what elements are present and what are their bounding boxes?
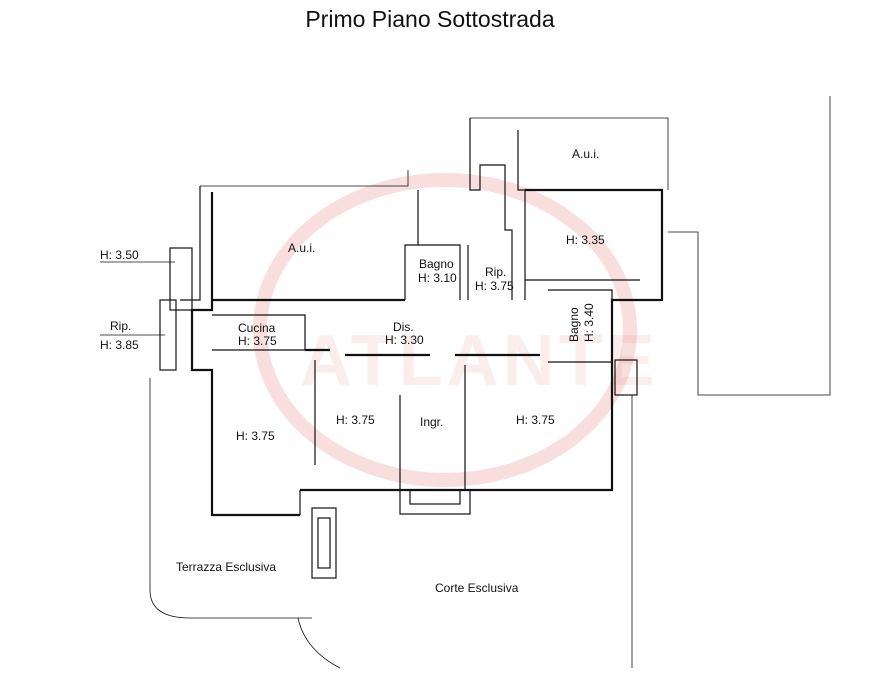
room-left-height: H: 3.75 xyxy=(236,429,275,443)
room-rip-center-height: H: 3.75 xyxy=(475,279,514,293)
walls xyxy=(159,118,664,579)
room-topright-height: H: 3.35 xyxy=(566,233,605,247)
side-labels: H: 3.50 Rip. H: 3.85 xyxy=(100,248,175,352)
watermark-logo: ATLANTE xyxy=(253,173,659,487)
plan-title: Primo Piano Sottostrada xyxy=(305,6,555,32)
room-bagno-1-label: Bagno xyxy=(419,257,454,271)
room-cucina-height: H: 3.75 xyxy=(238,334,277,348)
room-corte-label: Corte Esclusiva xyxy=(435,581,519,595)
side-height-385: H: 3.85 xyxy=(100,338,139,352)
room-cucina-label: Cucina xyxy=(238,321,276,335)
room-aui-right-label: A.u.i. xyxy=(572,147,599,161)
room-dis-label: Dis. xyxy=(393,320,414,334)
room-labels: A.u.i. A.u.i. Bagno H: 3.10 Rip. H: 3.75… xyxy=(176,147,605,595)
boundary-lines xyxy=(149,96,831,669)
room-ingr-label: Ingr. xyxy=(420,415,443,429)
room-center-left-height: H: 3.75 xyxy=(336,413,375,427)
room-bagno-2-label: Bagno xyxy=(567,307,581,342)
svg-text:ATLANTE: ATLANTE xyxy=(300,321,659,401)
side-rip-label: Rip. xyxy=(110,319,131,333)
room-aui-left-label: A.u.i. xyxy=(288,241,315,255)
room-bagno-2-height: H: 3.40 xyxy=(582,303,596,342)
side-height-350: H: 3.50 xyxy=(100,248,139,262)
room-dis-height: H: 3.30 xyxy=(385,333,424,347)
room-rip-center-label: Rip. xyxy=(485,265,506,279)
room-right-height: H: 3.75 xyxy=(516,413,555,427)
room-terrazza-label: Terrazza Esclusiva xyxy=(176,560,276,574)
room-bagno-1-height: H: 3.10 xyxy=(418,271,457,285)
